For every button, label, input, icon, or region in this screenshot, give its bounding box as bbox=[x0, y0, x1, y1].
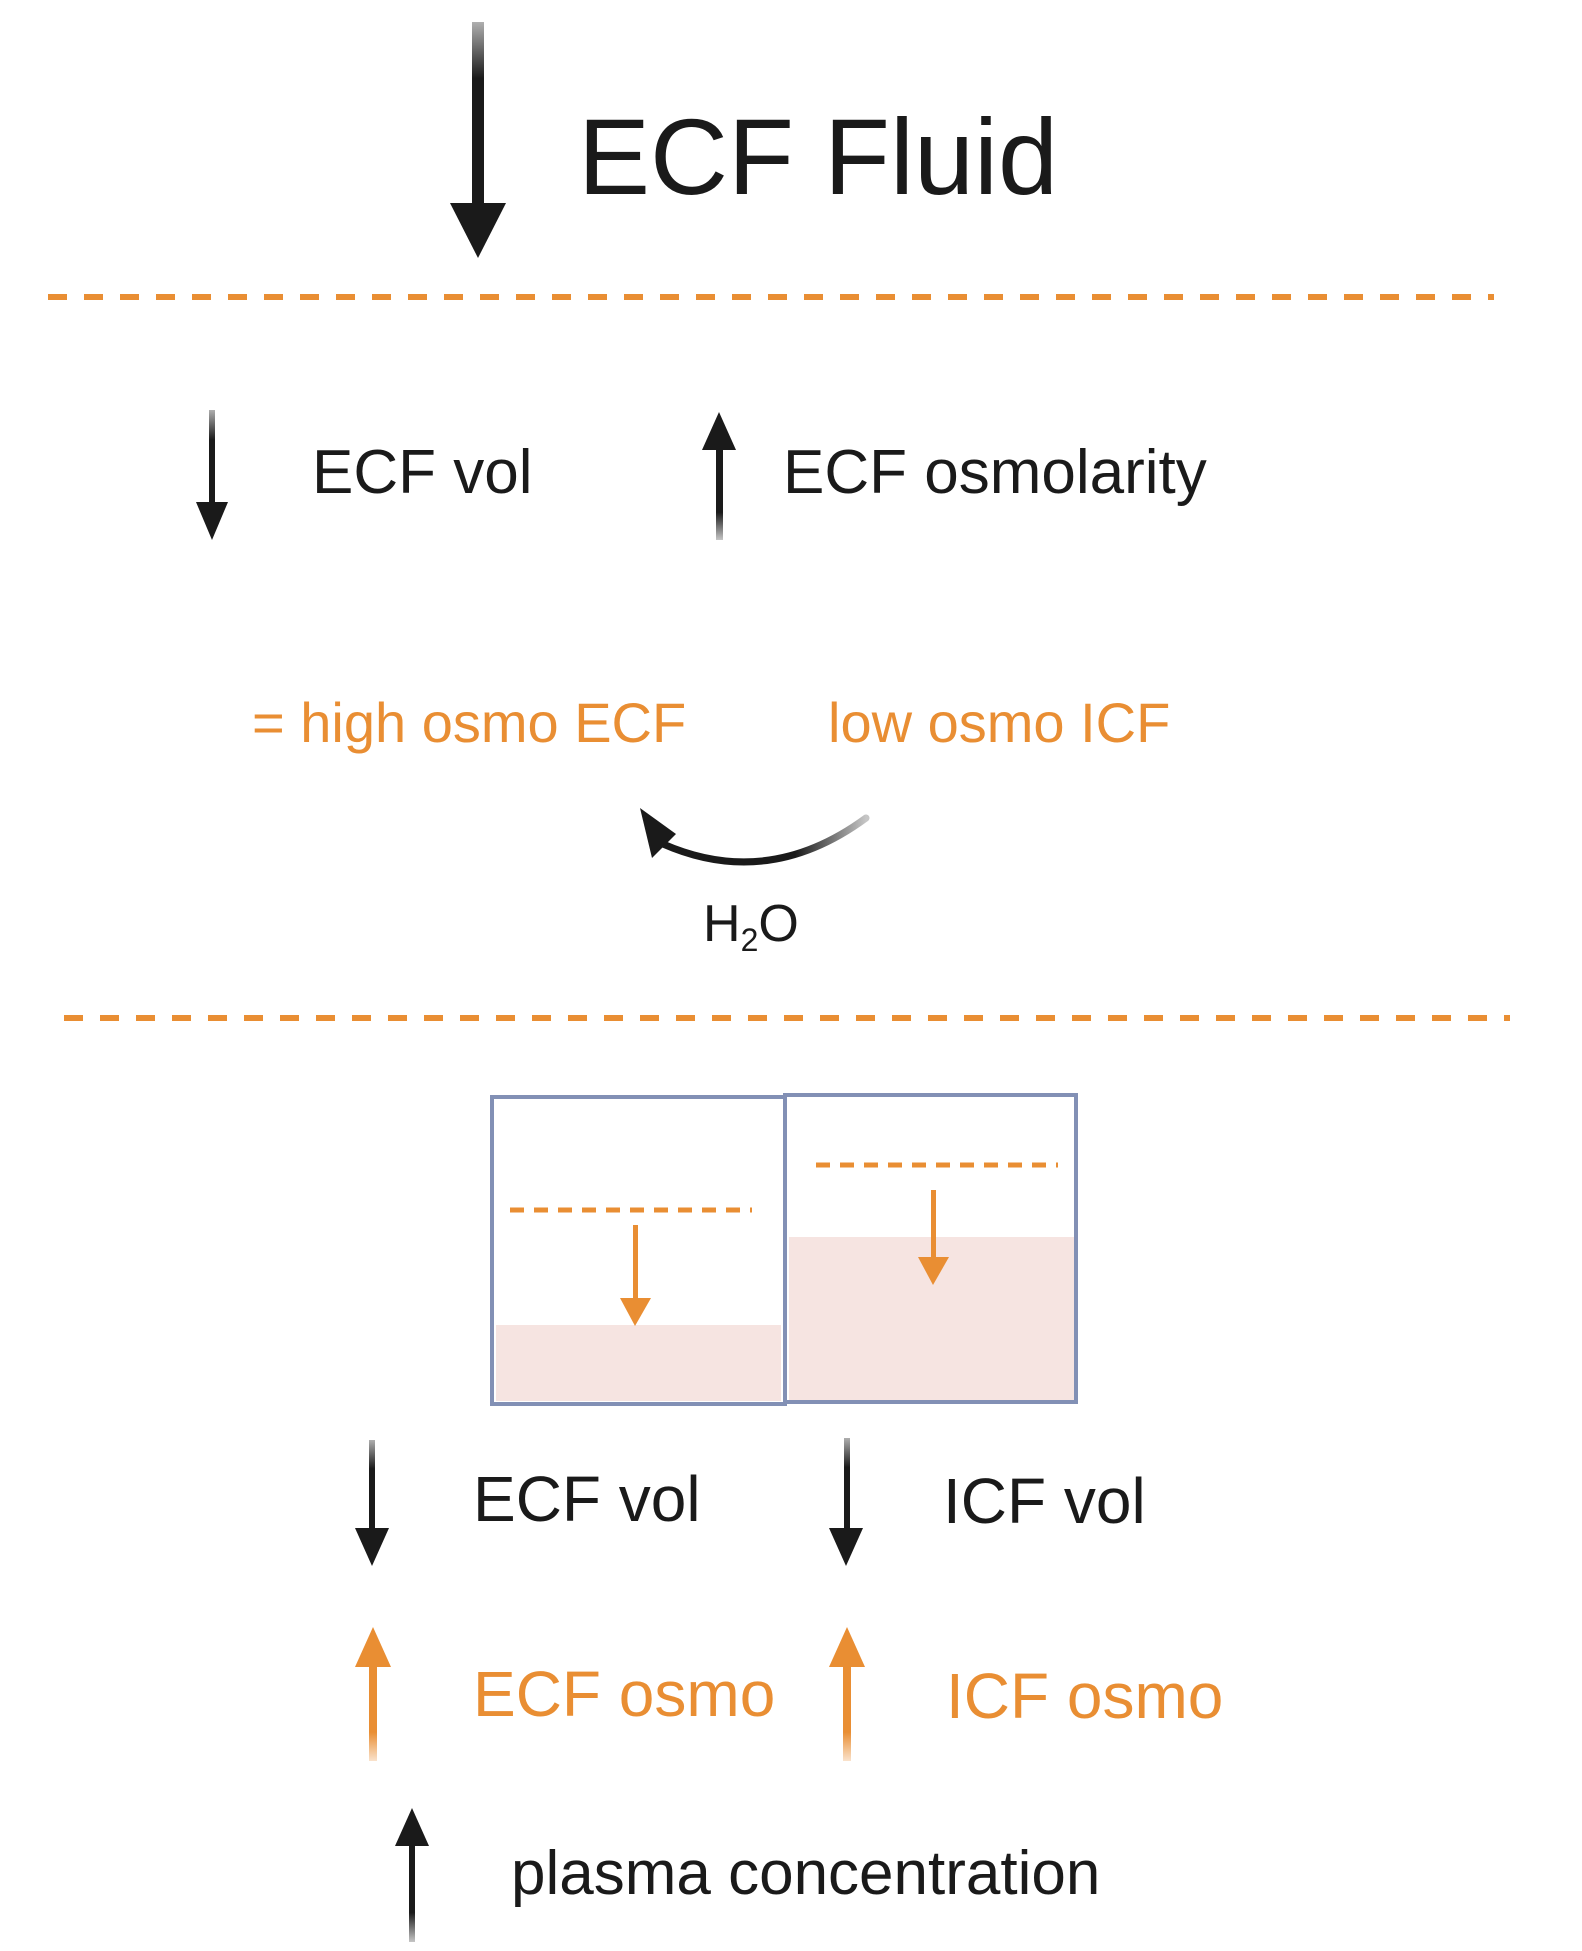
icf-compartment-box bbox=[783, 1093, 1078, 1404]
water-curved-arrow-icon bbox=[640, 808, 870, 866]
plasma-arrow-up-icon bbox=[395, 1808, 429, 1942]
diagram-title: ECF Fluid bbox=[578, 96, 1059, 217]
plasma-concentration-label: plasma concentration bbox=[511, 1839, 1101, 1908]
ecf-osmolarity-label: ECF osmolarity bbox=[783, 438, 1207, 507]
icf-osmo-label: ICF osmo bbox=[946, 1660, 1224, 1732]
icf-vol-label: ICF vol bbox=[943, 1465, 1146, 1537]
title-arrow-down-icon bbox=[450, 22, 506, 258]
water-base: H bbox=[703, 895, 741, 953]
ecf-vol-arrow-down-icon bbox=[196, 410, 228, 540]
ecf-compartment-box bbox=[490, 1095, 787, 1406]
bottom-ecf-vol-label: ECF vol bbox=[473, 1463, 701, 1535]
icf-osmo-arrow-up-icon bbox=[829, 1627, 865, 1761]
bottom-ecf-vol-arrow-down-icon bbox=[355, 1440, 389, 1566]
water-label: H2O bbox=[703, 898, 799, 956]
water-subscript: 2 bbox=[740, 922, 759, 958]
low-osmo-icf-label: low osmo ICF bbox=[828, 691, 1171, 754]
ecf-vol-label: ECF vol bbox=[312, 438, 533, 507]
ecf-osmolarity-arrow-up-icon bbox=[702, 412, 736, 540]
bottom-icf-vol-arrow-down-icon bbox=[829, 1438, 863, 1566]
ecf-osmo-arrow-up-icon bbox=[355, 1627, 391, 1761]
water-end: O bbox=[758, 895, 799, 953]
ecf-osmo-label: ECF osmo bbox=[473, 1658, 776, 1730]
high-osmo-ecf-label: = high osmo ECF bbox=[252, 691, 687, 754]
